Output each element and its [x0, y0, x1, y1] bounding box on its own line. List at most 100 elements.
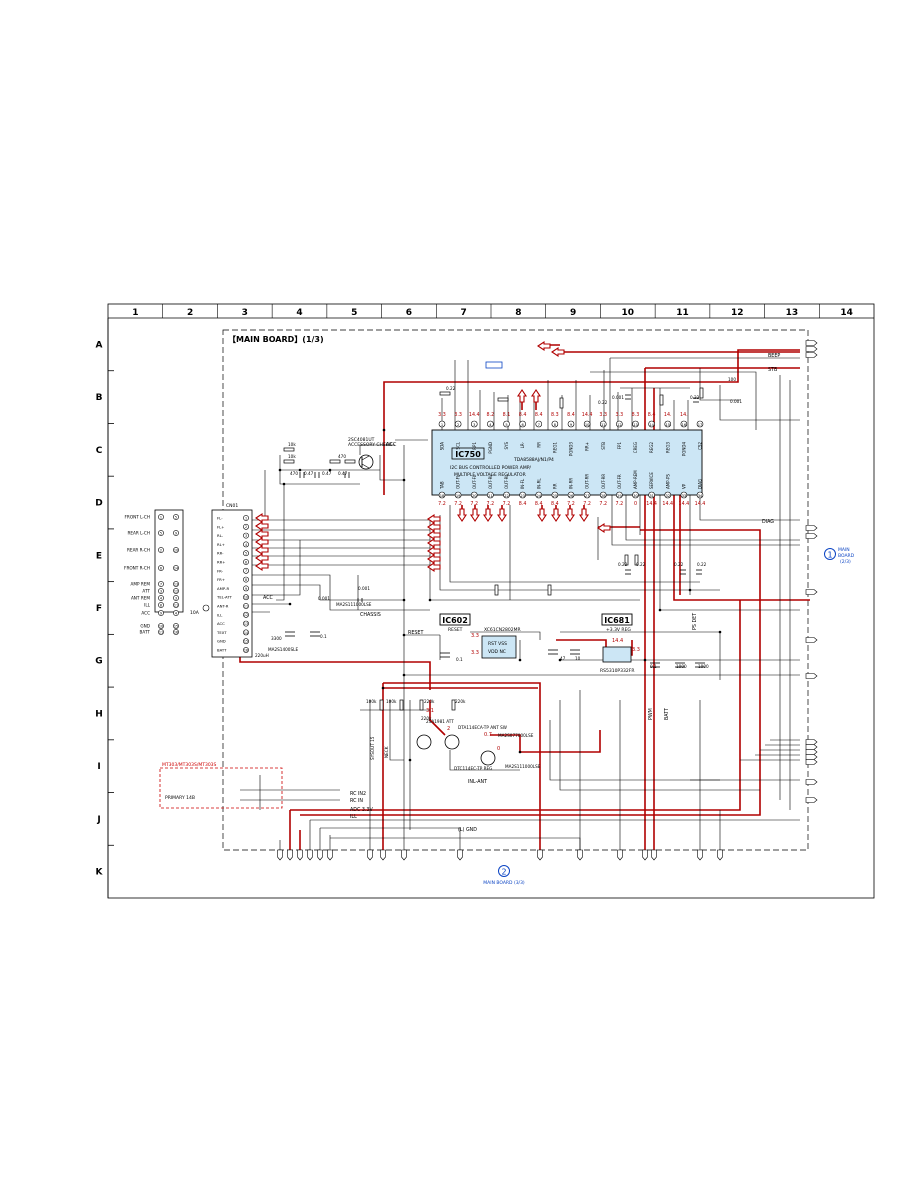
ic750-bottom-pin-number: 32 [665, 494, 670, 498]
ic750-bottom-pin [487, 491, 494, 499]
ic750-top-pin [599, 420, 607, 428]
ic750-top-pin [583, 420, 591, 428]
ic750-top-pin-number: 3 [473, 423, 475, 427]
ic750-bottom-pin [664, 491, 672, 499]
ic750-name: IC750 [455, 450, 481, 459]
main-board-ref-2[interactable]: 2 MAIN BOARD (3/3) [483, 865, 525, 887]
cn01-pin-number: 9 [245, 587, 247, 591]
ic750-bottom-pin-label: IN-RL [536, 478, 541, 489]
cn01-pin [243, 515, 249, 521]
svg-text:470: 470 [290, 471, 298, 476]
grid-col-label: 1 [132, 308, 138, 318]
harness-pin-left [158, 602, 164, 608]
ic750-top-pin [632, 420, 639, 428]
main-board-ref-1[interactable]: 1 MAIN BOARD (2/3) [824, 547, 855, 565]
harness-pin-left [158, 629, 164, 635]
mt-note-label: MT303/MT303S/MT303S [162, 762, 217, 768]
ic750-top-voltage: 8.3 [632, 412, 640, 418]
ic750-top-pin [487, 420, 494, 428]
cn01-pin-label: FL- [217, 516, 223, 521]
ic750-top-pin-label: SDA [440, 442, 445, 451]
ic750-bottom-pin-number: 34 [698, 494, 703, 498]
ic750-top-voltage: 8.3 [551, 412, 559, 418]
svg-text:220uH: 220uH [255, 653, 269, 658]
ic750-top-pin-number: 2 [457, 423, 459, 427]
ic750-top-pin-label: RR [536, 442, 541, 448]
svg-text:0.001: 0.001 [612, 395, 624, 400]
ic750: IC750 TDA8588AJ/N1/P4 I2C BUS CONTROLLED… [431, 412, 705, 507]
batt-label: BATT [664, 708, 670, 720]
harness-label: ATT [142, 589, 150, 594]
harness-pin-right-number: 13 [174, 582, 178, 586]
ic750-bottom-pin-label: RR [552, 483, 557, 489]
mt-subboard: MT303/MT303S/MT303S PRIMARY 14B [159, 762, 283, 809]
ic602-pin-row-1: RST VSS [488, 641, 507, 647]
harness-pin-right-number: 3 [175, 596, 177, 600]
cn01-pin [243, 603, 249, 609]
cn01-pin-number: 16 [244, 648, 248, 652]
ant-transistor-label: DTA114ECA-TP ANT SW [458, 725, 507, 730]
test-point-marker [485, 361, 503, 369]
ic602-voltage-2: 3.3 [471, 650, 479, 656]
harness-pin-right-number: 5 [175, 515, 177, 519]
ic750-top-pin-label: PGND [488, 442, 493, 454]
ic750-top-pin-label: FP1 [617, 442, 622, 450]
harness-pin-left [158, 565, 164, 571]
cn01-pin [243, 532, 249, 539]
harness-pin-left [158, 547, 164, 553]
ic750-bottom-pin-label: VP [681, 483, 686, 489]
svg-text:0.1: 0.1 [650, 664, 657, 669]
ic750-top-pin-number: 12 [617, 423, 622, 427]
acc-transistor-function: ACCESSORY CHECK [348, 442, 393, 448]
harness-pin-right [173, 595, 179, 601]
ic750-bottom-voltage: 8.4 [519, 501, 527, 507]
ic602-voltage-1: 3.3 [471, 633, 479, 639]
right-connector-arrows [805, 340, 818, 803]
svg-text:220k: 220k [455, 699, 466, 704]
passives [283, 387, 704, 711]
harness-pin-right [173, 581, 179, 587]
harness-pin-left-number: 2 [160, 548, 162, 552]
grid-col-label: 7 [461, 308, 467, 318]
svg-text:3300: 3300 [271, 636, 282, 641]
harness-pin-right [173, 610, 179, 616]
ic750-bottom-pin-number: 28 [601, 494, 606, 498]
cn01-pin-number: 7 [245, 569, 247, 573]
ic750-top-pin-number: 15 [665, 423, 670, 427]
ic750-bottom-pin [583, 491, 591, 499]
bottom-connector-arrows [277, 849, 723, 861]
ic750-top-pin-label: PGND3 [569, 442, 574, 457]
svg-text:0.22: 0.22 [674, 562, 684, 567]
ps-det-label: PS DET [692, 613, 698, 630]
grid-col-label: 3 [242, 308, 248, 318]
ic750-bottom-pin-number: 23 [520, 494, 525, 498]
ic750-top-pin-number: 4 [489, 423, 492, 427]
grid-col-label: 13 [786, 308, 799, 318]
cn01-pin [243, 567, 249, 574]
ic750-bottom-pin-label: SERVICE [649, 472, 654, 489]
ic750-top-pin-label: SYS [504, 442, 509, 450]
harness-pin-left-number: 1 [160, 515, 162, 519]
svg-text:10: 10 [575, 656, 581, 661]
cn01-pin-label: AMP-R [217, 586, 229, 591]
harness-pin-right-number: 16 [174, 630, 178, 634]
svg-text:10k: 10k [288, 454, 296, 459]
harness-pin-right-number: 11 [174, 603, 178, 607]
ic750-bottom-voltage: 8.4 [535, 501, 543, 507]
ic750-desc-2: MULTIPLE VOLTAGE REGULATOR [454, 472, 526, 478]
ic602-pin-row-2: VDD NC [488, 649, 506, 655]
ic750-top-pin-label: PGND4 [681, 442, 686, 457]
cn01-pin-label: TEXT [216, 630, 227, 635]
svg-text:47: 47 [560, 656, 566, 661]
ic750-bottom-voltage: 0 [634, 501, 637, 507]
ic750-top-voltage: 8.4 [519, 412, 527, 418]
svg-text:10k: 10k [288, 442, 296, 447]
board-title: 【MAIN BOARD】(1/3) [228, 334, 324, 344]
ic750-top-voltage: 3.3 [616, 412, 624, 418]
ic750-top-pin [616, 420, 623, 428]
ic681-body [602, 646, 632, 663]
chassis-label: CHASSIS [360, 612, 381, 618]
cn01-pin-label: RR- [217, 551, 224, 556]
adc-label: ADC 3.3V [350, 807, 373, 813]
